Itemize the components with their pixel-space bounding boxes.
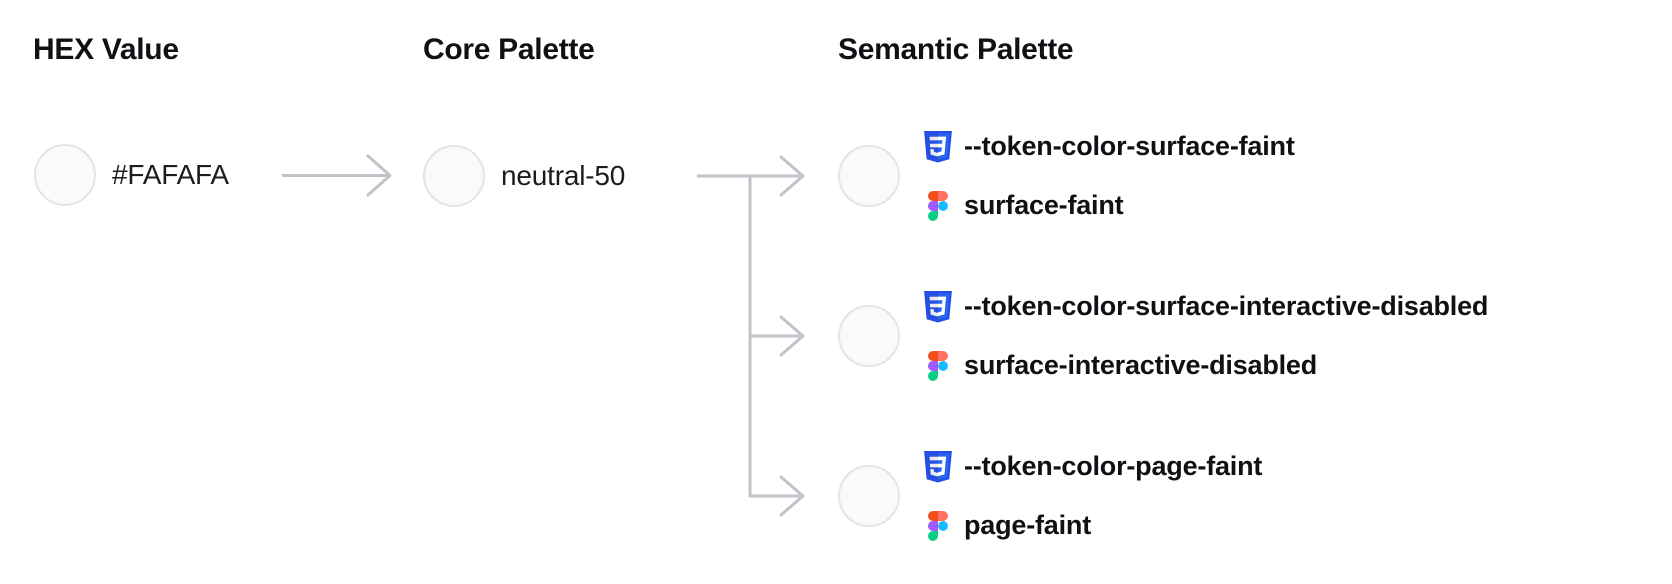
figma-logo-icon	[924, 349, 952, 383]
css-token-line: --token-color-surface-faint	[924, 130, 1295, 164]
css-token-label: --token-color-surface-faint	[964, 131, 1295, 161]
semantic-color-swatch	[838, 465, 900, 527]
figma-logo-icon	[924, 509, 952, 543]
hex-value-node: #FAFAFA	[34, 144, 229, 206]
figma-token-line: surface-faint	[924, 189, 1295, 223]
figma-token-label: surface-interactive-disabled	[964, 350, 1318, 380]
css3-logo-icon	[924, 290, 952, 324]
figma-token-line: page-faint	[924, 509, 1262, 543]
hex-value-label: #FAFAFA	[112, 159, 229, 190]
semantic-row-surface-interactive-disabled: --token-color-surface-interactive-disabl…	[838, 289, 1488, 383]
css3-logo-icon	[924, 450, 952, 484]
hex-value-header: HEX Value	[33, 33, 179, 66]
core-palette-header: Core Palette	[423, 33, 595, 66]
core-palette-node: neutral-50	[423, 145, 625, 207]
css3-logo-icon	[924, 130, 952, 164]
figma-logo-icon	[924, 189, 952, 223]
css-token-label: --token-color-surface-interactive-disabl…	[964, 291, 1489, 321]
semantic-color-swatch	[838, 145, 900, 207]
semantic-row-page-faint: --token-color-page-faint page-faint	[838, 449, 1262, 543]
figma-token-label: surface-faint	[964, 190, 1124, 220]
semantic-row-surface-faint: --token-color-surface-faint surface-fain…	[838, 129, 1295, 223]
semantic-color-swatch	[838, 305, 900, 367]
css-token-line: --token-color-page-faint	[924, 450, 1262, 484]
arrow-core-to-semantic	[697, 155, 805, 517]
figma-token-label: page-faint	[964, 510, 1092, 540]
hex-color-swatch	[34, 144, 96, 206]
core-color-swatch	[423, 145, 485, 207]
core-palette-label: neutral-50	[501, 160, 626, 191]
arrow-hex-to-core	[282, 154, 392, 197]
figma-token-line: surface-interactive-disabled	[924, 349, 1488, 383]
semantic-palette-header: Semantic Palette	[838, 33, 1074, 66]
css-token-label: --token-color-page-faint	[964, 451, 1263, 481]
css-token-line: --token-color-surface-interactive-disabl…	[924, 290, 1488, 324]
